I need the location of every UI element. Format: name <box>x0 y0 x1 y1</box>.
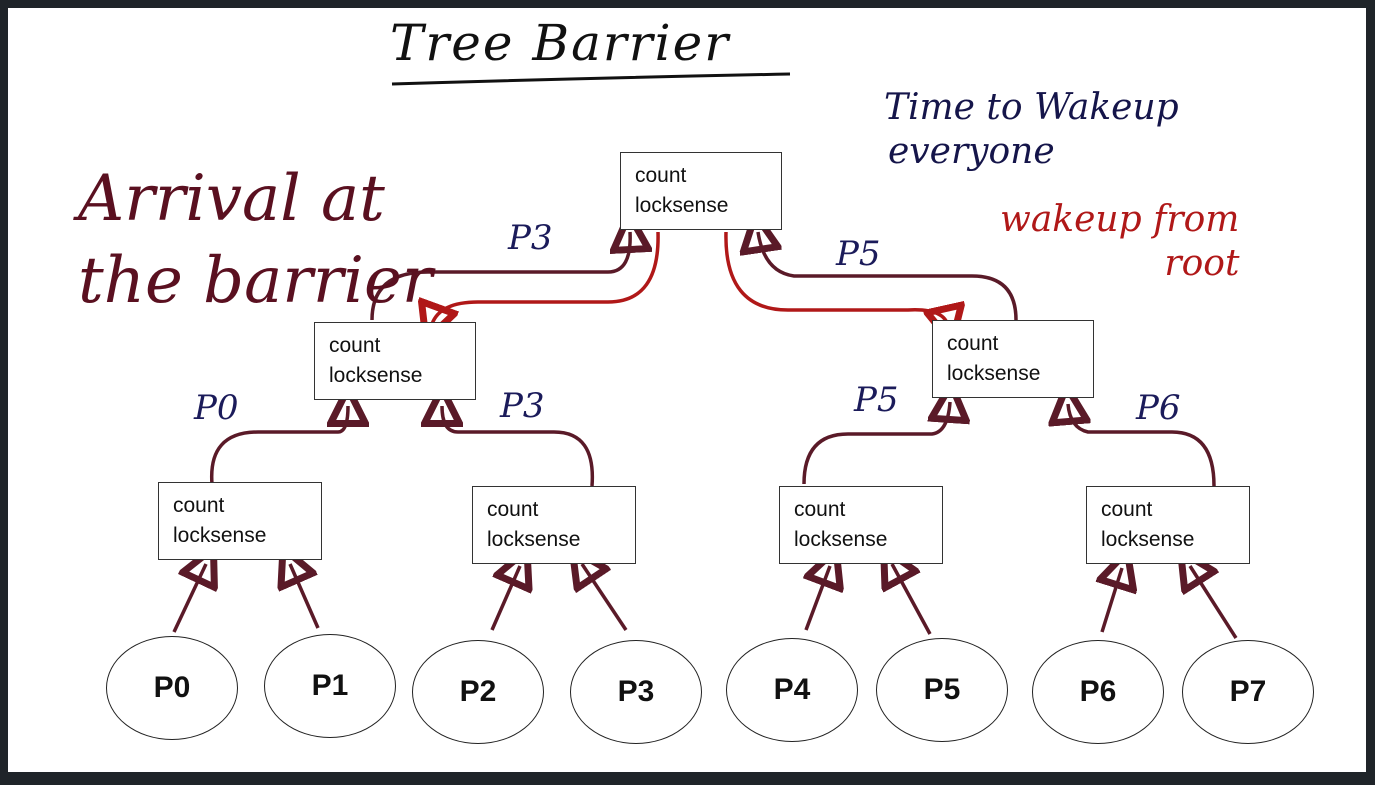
arrow-leaf1-midleft <box>209 406 348 485</box>
whiteboard: Tree Barrier Arrival at the barrier Time… <box>8 8 1366 772</box>
arrow-leaf2-midleft <box>442 406 595 487</box>
diagram-title: Tree Barrier <box>390 14 731 72</box>
wakeup-root-note: wakeup from root <box>1000 198 1239 286</box>
arrow-midleft-root <box>370 232 630 321</box>
wakeup-root-note-line-2: root <box>1164 243 1240 284</box>
leaf-node-3: count locksense <box>779 486 943 564</box>
leaf-node-1: count locksense <box>158 482 322 560</box>
arrow-p7-leaf4 <box>1190 566 1238 639</box>
wakeup-note-line-2: everyone <box>888 131 1055 172</box>
processor-p6: P6 <box>1032 640 1164 744</box>
leaf-4-count: count <box>1101 498 1153 521</box>
root-count: count <box>635 164 687 187</box>
label-mid-left-a: P0 <box>194 388 239 428</box>
mid-left-node: count locksense <box>314 322 476 400</box>
title-underline <box>391 72 791 86</box>
processor-p0: P0 <box>106 636 238 740</box>
leaf-node-4: count locksense <box>1086 486 1250 564</box>
wakeup-note: Time to Wakeup everyone <box>884 86 1179 174</box>
processor-p2: P2 <box>412 640 544 744</box>
leaf-1-count: count <box>173 494 225 517</box>
leaf-node-2: count locksense <box>472 486 636 564</box>
processor-p3: P3 <box>570 640 702 744</box>
label-root-left: P3 <box>508 218 553 258</box>
arrow-p1-leaf1 <box>290 564 320 629</box>
wakeup-note-line-1: Time to Wakeup <box>884 87 1179 128</box>
mid-right-locksense: locksense <box>947 362 1041 385</box>
leaf-1-locksense: locksense <box>173 524 267 547</box>
arrival-note: Arrival at the barrier <box>78 158 432 322</box>
processor-p1: P1 <box>264 634 396 738</box>
arrow-p0-leaf1 <box>172 564 206 633</box>
mid-right-count: count <box>947 332 999 355</box>
arrival-note-line-1: Arrival at <box>78 162 385 236</box>
leaf-4-locksense: locksense <box>1101 528 1195 551</box>
mid-right-node: count locksense <box>932 320 1094 398</box>
root-node: count locksense <box>620 152 782 230</box>
arrow-p4-leaf3 <box>806 566 830 631</box>
arrow-root-midright-wakeup <box>724 231 948 326</box>
wakeup-root-note-line-1: wakeup from <box>1000 199 1240 240</box>
arrow-p5-leaf3 <box>892 564 932 635</box>
label-root-right: P5 <box>836 234 881 274</box>
label-mid-right-b: P6 <box>1136 388 1181 428</box>
arrows-layer <box>172 72 1238 639</box>
leaf-2-count: count <box>487 498 539 521</box>
processor-p7: P7 <box>1182 640 1314 744</box>
arrow-leaf3-midright <box>802 402 950 485</box>
arrow-p6-leaf4 <box>1102 568 1122 633</box>
mid-left-count: count <box>329 334 381 357</box>
arrow-p2-leaf2 <box>490 566 520 631</box>
arrow-leaf4-midright <box>1068 404 1216 487</box>
label-mid-right-a: P5 <box>854 380 899 420</box>
arrow-p3-leaf2 <box>582 564 628 631</box>
processor-p4: P4 <box>726 638 858 742</box>
processor-p5: P5 <box>876 638 1008 742</box>
label-mid-left-b: P3 <box>500 386 545 426</box>
arrow-midright-root <box>758 232 1018 321</box>
leaf-3-count: count <box>794 498 846 521</box>
leaf-2-locksense: locksense <box>487 528 581 551</box>
mid-left-locksense: locksense <box>329 364 423 387</box>
arrival-note-line-2: the barrier <box>78 244 433 318</box>
arrow-root-midleft-wakeup <box>432 231 660 324</box>
leaf-3-locksense: locksense <box>794 528 888 551</box>
root-locksense: locksense <box>635 194 729 217</box>
